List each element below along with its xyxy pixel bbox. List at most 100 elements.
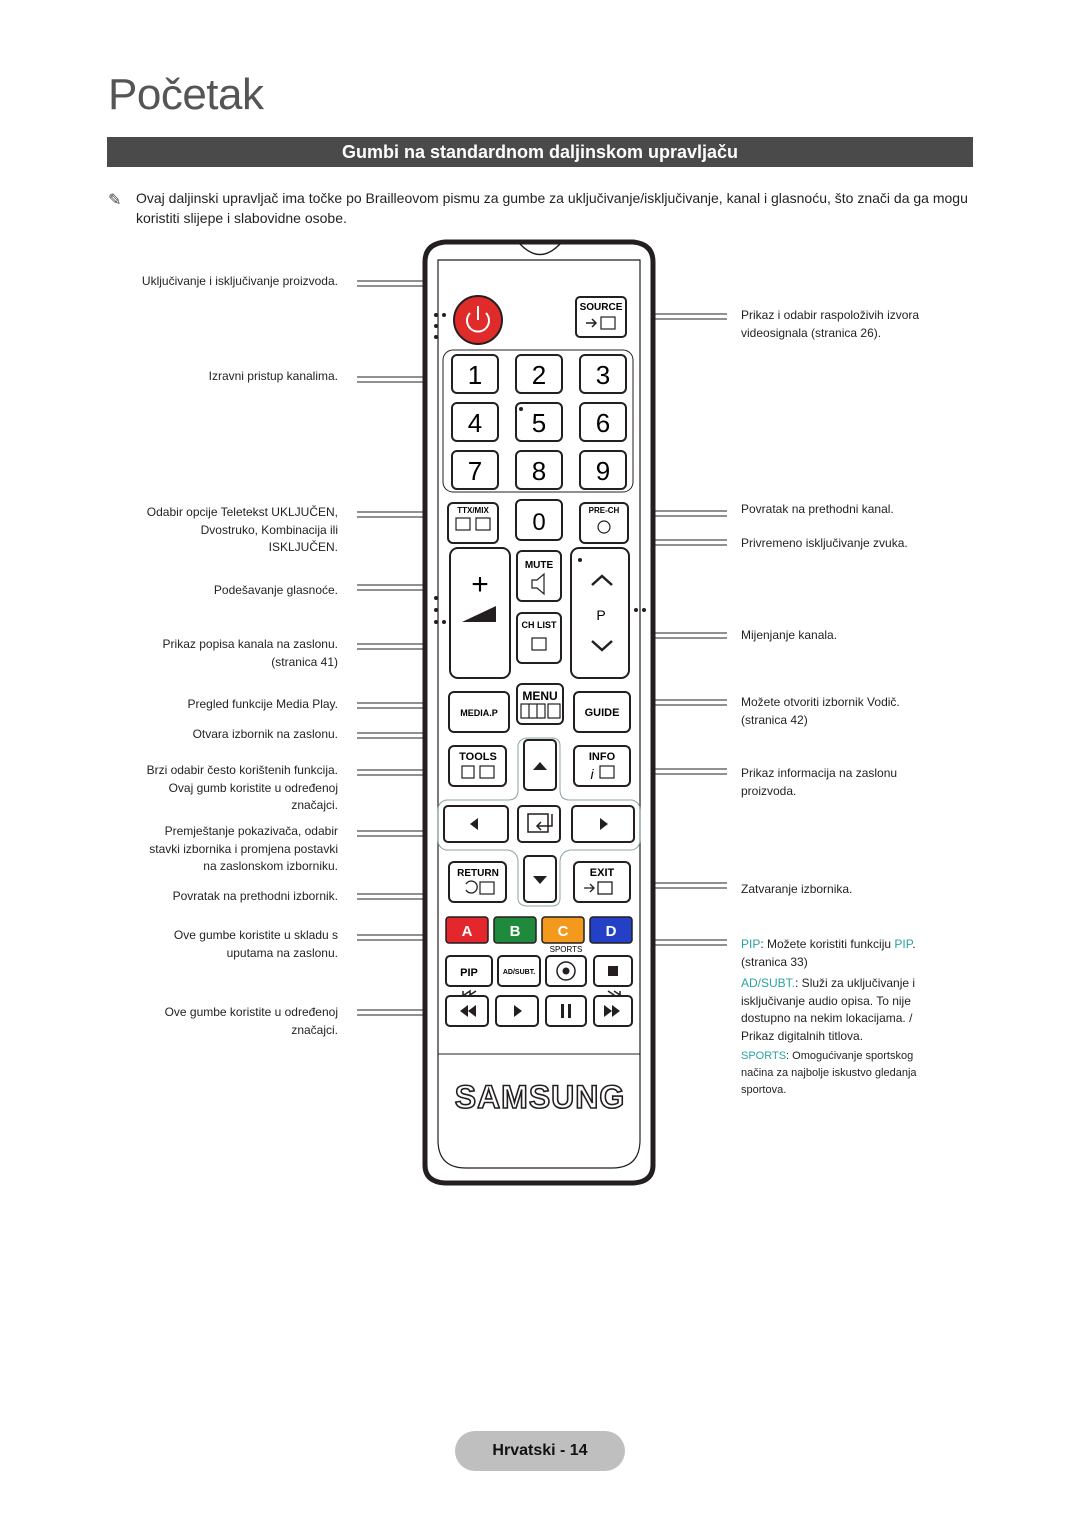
source-icon (586, 316, 616, 330)
pause-button[interactable] (545, 995, 587, 1027)
volume-rocker[interactable] (449, 547, 511, 679)
label-playback-line: Ove gumbe koristite u određenoj (164, 1005, 338, 1019)
digit-3-button[interactable] (579, 354, 627, 394)
label-source-line: Prikaz i odabir raspoloživih izvora (741, 308, 920, 322)
sports-desc: : Omogućivanje sportskog (786, 1050, 914, 1062)
label-info: Prikaz informacija na zaslonu proizvoda. (741, 765, 897, 800)
pip-button[interactable] (445, 955, 493, 987)
arrow-right-icon (600, 818, 608, 830)
arrow-up-icon (533, 762, 547, 770)
label-return: Povratak na prethodni izbornik. (172, 889, 338, 903)
guide-button[interactable] (573, 691, 631, 733)
return-button[interactable] (448, 861, 507, 903)
label-playback-line: značajci. (291, 1022, 338, 1037)
info-label: INFO (589, 751, 616, 763)
digit-1-label: 1 (468, 360, 482, 390)
color-key-d-label: D (606, 923, 617, 940)
label-tools-line: značajci. (291, 798, 338, 812)
pencil-note-icon: ✎ (108, 192, 122, 209)
label-source: Prikaz i odabir raspoloživih izvora vide… (741, 307, 919, 342)
channel-rocker[interactable] (570, 547, 630, 679)
digit-1-button[interactable] (451, 354, 499, 394)
media-p-button[interactable] (448, 691, 510, 733)
color-key-c-label: C (558, 923, 569, 940)
label-adsubt: AD/SUBT.: Služi za uključivanje i isklju… (741, 975, 915, 1045)
label-mediap: Pregled funkcije Media Play. (187, 697, 338, 711)
digit-6-label: 6 (596, 408, 610, 438)
label-pip-line: PIP: Možete koristiti funkciju PIP. (741, 936, 916, 954)
info-icon: i (590, 766, 594, 782)
label-adsubt-line: AD/SUBT.: Služi za uključivanje i (741, 975, 915, 993)
color-key-b-button[interactable] (493, 916, 537, 944)
digit-6-button[interactable] (579, 402, 627, 442)
enter-icon (527, 813, 553, 833)
label-color-buttons: Ove gumbe koristite u skladu s uputama n… (174, 927, 338, 962)
label-power: Uključivanje i isključivanje proizvoda. (141, 274, 338, 288)
page-title: Početak (108, 70, 264, 119)
label-tools: Brzi odabir često korištenih funkcija. O… (147, 762, 338, 815)
digit-7-button[interactable] (451, 450, 499, 490)
fast-forward-icon (604, 1005, 620, 1017)
adsubt-label: AD/SUBT. (503, 969, 535, 976)
label-chlist-line: Prikaz popisa kanala na zaslonu. (162, 637, 338, 651)
adsubt-desc: : Služi za uključivanje i (795, 976, 916, 990)
volume-up-icon: + (471, 568, 489, 601)
digit-9-label: 9 (596, 456, 610, 486)
pip-desc: : Možete koristiti funkciju (760, 937, 895, 951)
digit-5-button[interactable] (515, 402, 563, 442)
sports-label: SPORTS (550, 945, 583, 954)
pre-ch-button[interactable] (579, 502, 629, 544)
adsubt-term: AD/SUBT. (741, 976, 796, 990)
digit-7-label: 7 (468, 456, 482, 486)
digit-3-label: 3 (596, 360, 610, 390)
pip-desc-end: . (912, 937, 916, 951)
label-navigation-line: na zaslonskom izborniku. (203, 859, 338, 873)
section-header: Gumbi na standardnom daljinskom upravlja… (107, 137, 973, 167)
note-text: Ovaj daljinski upravljač ima točke po Br… (136, 190, 968, 226)
color-key-a-button[interactable] (445, 916, 489, 944)
label-prech: Povratak na prethodni kanal. (741, 502, 894, 516)
mediap-label: MEDIA.P (460, 708, 498, 718)
ttx-mix-button[interactable] (447, 502, 499, 544)
exit-label: EXIT (590, 867, 615, 879)
arrow-left-icon (470, 818, 478, 830)
tools-button[interactable] (448, 745, 507, 787)
label-exit: Zatvaranje izbornika. (741, 882, 853, 896)
digit-0-label: 0 (532, 509, 545, 536)
sports-term: SPORTS (741, 1050, 787, 1062)
label-guide-line: (stranica 42) (741, 712, 808, 727)
label-sports-line: sportova. (741, 1084, 787, 1096)
color-key-d-button[interactable] (589, 916, 633, 944)
tools-label: TOOLS (459, 751, 497, 763)
digit-2-button[interactable] (515, 354, 563, 394)
label-sports-line: načina za najbolje iskustvo gledanja (741, 1067, 917, 1079)
stop-icon (608, 966, 618, 976)
ad-subt-button[interactable] (497, 955, 541, 987)
color-key-a-label: A (462, 923, 473, 940)
label-menu: Otvara izbornik na zaslonu. (192, 727, 338, 741)
digit-0-button[interactable] (515, 499, 563, 541)
color-key-c-button[interactable] (541, 916, 585, 944)
chlist-icon (531, 637, 547, 651)
tools-icon (461, 765, 495, 779)
label-navigation-line: Premještanje pokazivača, odabir (164, 824, 338, 838)
mute-button[interactable] (516, 550, 562, 602)
source-label: SOURCE (580, 302, 623, 313)
label-navigation: Premještanje pokazivača, odabir stavki i… (149, 823, 338, 876)
label-color-line: Ove gumbe koristite u skladu s (173, 928, 338, 942)
pip-label: PIP (460, 967, 478, 979)
digit-8-button[interactable] (515, 450, 563, 490)
label-sports-line: SPORTS: Omogućivanje sportskog (741, 1048, 917, 1065)
label-tools-line: Ovaj gumb koristite u određenoj (168, 780, 338, 795)
label-teletext: Odabir opcije Teletekst UKLJUČEN, Dvostr… (147, 504, 338, 557)
label-source-line: videosignala (stranica 26). (741, 325, 882, 340)
label-teletext-line: Odabir opcije Teletekst UKLJUČEN, (146, 505, 338, 519)
digit-4-button[interactable] (451, 402, 499, 442)
color-key-b-label: B (510, 923, 521, 940)
soccer-ball-icon (556, 961, 576, 981)
label-channel: Mijenjanje kanala. (741, 628, 838, 642)
chlist-label: CH LIST (522, 620, 558, 630)
rewind-icon (460, 1005, 476, 1017)
digit-9-button[interactable] (579, 450, 627, 490)
